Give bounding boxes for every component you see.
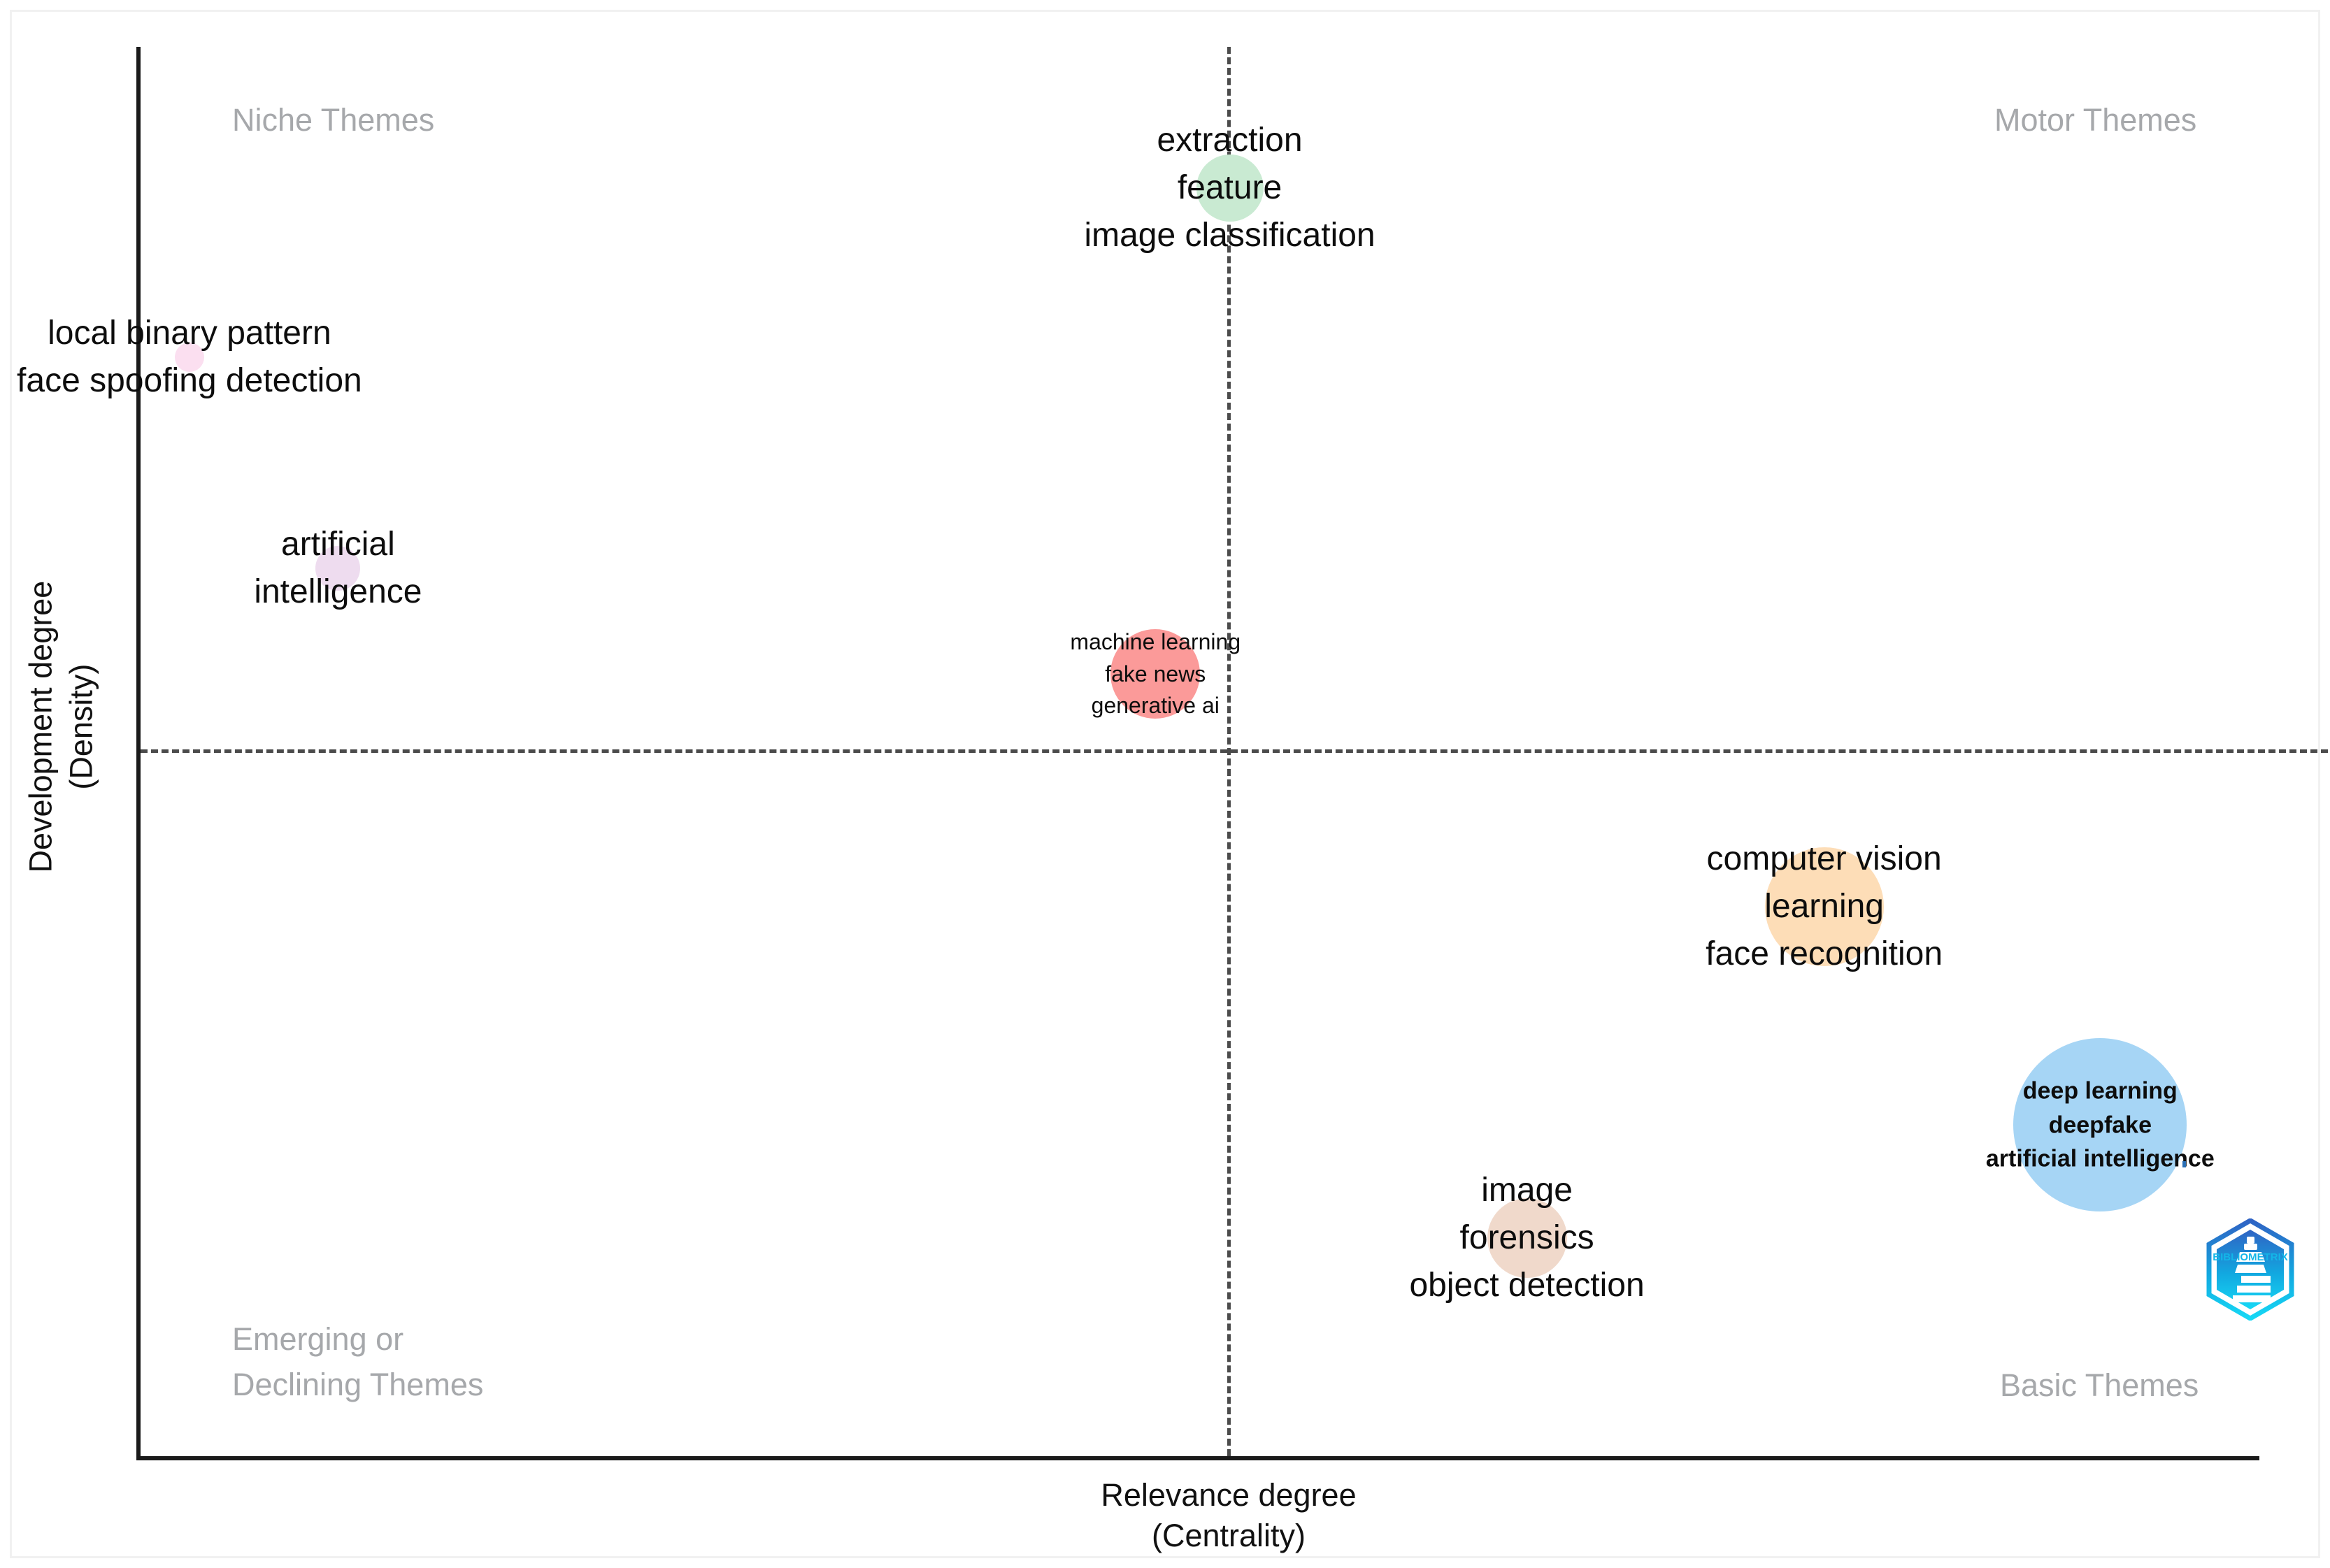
cluster-bubble-deep-learning[interactable] xyxy=(2013,1038,2187,1212)
cluster-term: artificial intelligence xyxy=(1985,1145,2215,1172)
horizontal-quadrant-divider xyxy=(141,749,2328,753)
y-axis-line xyxy=(136,47,141,1460)
cluster-bubble-image-forensics[interactable] xyxy=(1487,1197,1567,1278)
plot-area: Niche Themes Motor Themes Emerging or Dec… xyxy=(12,12,2330,1568)
cluster-labels-feature-extraction: extraction feature image classification xyxy=(1084,116,1375,259)
cluster-term: deep learning xyxy=(2022,1077,2178,1105)
cluster-term: image classification xyxy=(1084,216,1375,254)
quadrant-label-emerging-declining-themes: Emerging or Declining Themes xyxy=(232,1316,483,1408)
bibliometrix-logo: BIBLIOMETRIX xyxy=(2205,1218,2296,1321)
y-axis-title: Development degree(Density) xyxy=(20,531,101,923)
cluster-term: face spoofing detection xyxy=(17,361,362,399)
figure-frame: Niche Themes Motor Themes Emerging or Dec… xyxy=(10,10,2328,1558)
y-axis-title-line1: Development degree xyxy=(22,580,59,873)
cluster-labels-local-binary-pattern: local binary pattern face spoofing detect… xyxy=(17,309,362,404)
cluster-term: extraction xyxy=(1157,121,1303,159)
cluster-bubble-feature-extraction[interactable] xyxy=(1196,154,1264,222)
cluster-term: local binary pattern xyxy=(48,314,331,352)
cluster-labels-deep-learning: deep learning deepfake artificial intellig… xyxy=(1986,1074,2215,1176)
quadrant-label-emerging-line1: Emerging or xyxy=(232,1321,404,1357)
cluster-term: artificial xyxy=(281,525,395,563)
cluster-bubble-local-binary-pattern[interactable] xyxy=(174,342,204,372)
quadrant-label-motor-themes: Motor Themes xyxy=(1994,102,2197,138)
x-axis-line xyxy=(136,1456,2259,1460)
x-axis-title-line1: Relevance degree xyxy=(1101,1477,1357,1513)
cluster-term: face recognition xyxy=(1706,935,1943,972)
quadrant-label-niche-themes: Niche Themes xyxy=(232,102,435,138)
stray-pixel-artifact xyxy=(2182,1161,2186,1167)
cluster-term: learning xyxy=(1764,887,1885,925)
cluster-term: machine learning xyxy=(1070,628,1241,654)
cluster-term: fake news xyxy=(1105,661,1206,686)
cluster-term: feature xyxy=(1177,168,1282,206)
quadrant-label-basic-themes: Basic Themes xyxy=(2000,1367,2199,1403)
cluster-labels-fake-news: machine learning fake news generative ai xyxy=(1070,626,1241,721)
y-axis-title-line2: (Density) xyxy=(63,663,99,790)
x-axis-title-line2: (Centrality) xyxy=(1151,1517,1306,1553)
cluster-term: deepfake xyxy=(2048,1112,2152,1139)
cluster-labels-computer-vision: computer vision learning face recognition xyxy=(1706,835,1943,978)
cluster-bubble-computer-vision[interactable] xyxy=(1764,847,1884,966)
cluster-term: object detection xyxy=(1409,1266,1645,1304)
cluster-term: image xyxy=(1481,1171,1573,1209)
cluster-bubble-fake-news[interactable] xyxy=(1110,629,1201,719)
cluster-bubble-artificial-intelligence-niche[interactable] xyxy=(315,545,361,591)
cluster-term: computer vision xyxy=(1706,840,1942,877)
x-axis-title: Relevance degree (Centrality) xyxy=(837,1475,1620,1555)
cluster-labels-artificial-intelligence-niche: artificial intelligence xyxy=(254,521,422,616)
logo-wordmark: BIBLIOMETRIX xyxy=(2213,1251,2288,1263)
quadrant-label-emerging-line2: Declining Themes xyxy=(232,1367,484,1403)
cluster-term: generative ai xyxy=(1091,692,1220,718)
cluster-labels-image-forensics: image forensics object detection xyxy=(1409,1166,1644,1309)
cluster-term: intelligence xyxy=(254,573,422,610)
cluster-term: forensics xyxy=(1459,1218,1594,1256)
